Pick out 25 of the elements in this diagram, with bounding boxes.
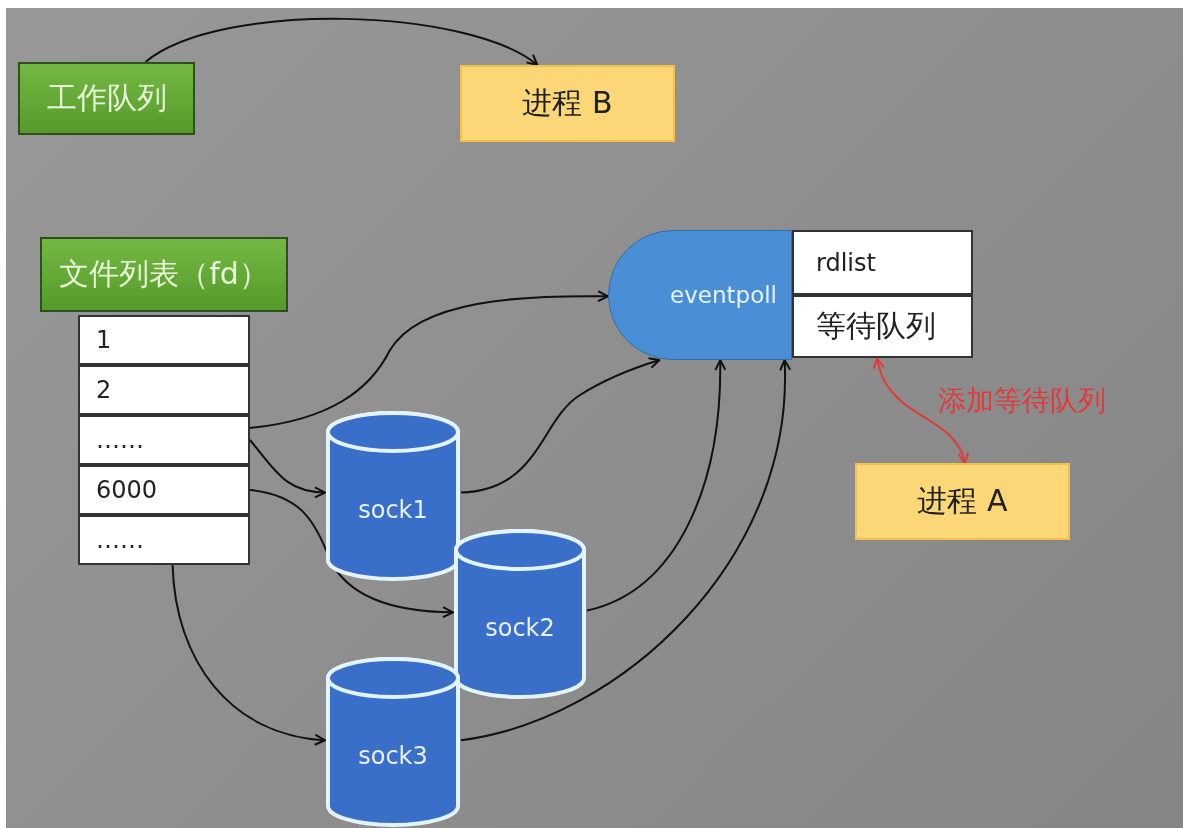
table-cell: 1 [78,315,250,365]
table-cell: rdlist [792,230,973,295]
arrow [872,357,969,464]
arrow [144,17,539,66]
table-cell: …… [78,515,250,565]
header-box: 文件列表（fd） [40,237,288,312]
header-box: 工作队列 [18,62,195,135]
socket-cylinder: sock1 [325,410,461,582]
arrow [460,357,661,494]
eventpoll-shape: eventpoll [608,230,792,360]
process-box: 进程 A [855,463,1070,540]
edge-label: 添加等待队列 [938,383,1106,419]
arrow [460,359,791,742]
socket-cylinder: sock2 [453,528,587,700]
arrow [249,290,609,429]
table-cell: 6000 [78,465,250,515]
socket-cylinder: sock3 [325,656,461,828]
arrow [171,564,326,746]
table-cell: 2 [78,365,250,415]
process-box: 进程 B [460,65,675,142]
arrow [249,489,454,619]
arrow [586,359,727,612]
table-cell: 等待队列 [792,295,973,358]
table-cell: …… [78,415,250,465]
arrow [249,439,326,498]
